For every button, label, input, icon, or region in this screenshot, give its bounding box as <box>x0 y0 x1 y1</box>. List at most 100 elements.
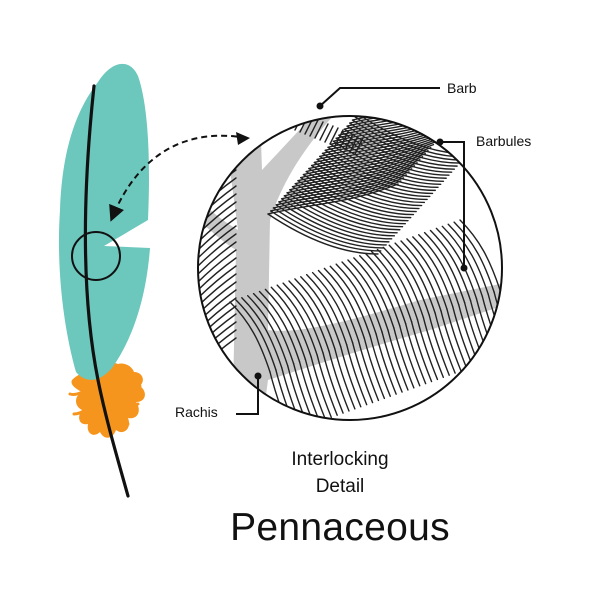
magnifier-circle-icon <box>71 231 121 281</box>
barbule-line <box>275 204 387 246</box>
barbule-line <box>322 352 344 414</box>
barbule-line <box>281 367 303 420</box>
barbule-line <box>280 198 393 240</box>
barbule-line <box>297 149 429 182</box>
barbule-line <box>280 168 413 200</box>
barbule-line <box>278 171 410 203</box>
barbule-line <box>330 143 442 186</box>
barbule-line <box>363 337 386 400</box>
barbule-line <box>286 364 309 420</box>
barbule-line <box>284 116 294 127</box>
barbule-line <box>400 240 442 312</box>
barbule-line <box>335 137 447 179</box>
barbule-line <box>340 346 362 408</box>
barbule-line <box>499 289 502 351</box>
barbule-line <box>258 290 301 363</box>
feather-vane <box>58 63 150 380</box>
barbule-line <box>302 173 415 216</box>
barbule-line <box>329 265 371 337</box>
barbule-line <box>283 165 416 197</box>
barbule-line <box>381 331 403 393</box>
barbule-line <box>347 259 389 331</box>
barbule-line <box>429 229 472 302</box>
barbule-line <box>349 135 359 153</box>
barbules-callout-line <box>440 141 465 268</box>
barbule-line <box>329 127 339 145</box>
barbule-line <box>305 170 417 213</box>
barbule-line <box>447 223 489 295</box>
barbule-line <box>343 116 476 130</box>
barb-callout-dot <box>316 102 324 110</box>
barbule-line <box>300 146 432 179</box>
barbule-line <box>286 192 398 234</box>
barbule-line <box>309 119 319 137</box>
barbule-line <box>283 195 396 237</box>
barbule-line <box>404 322 427 385</box>
barbule-line <box>264 288 307 361</box>
callout-lines <box>236 87 465 415</box>
barbule-line <box>314 121 324 139</box>
barbule-line <box>310 356 332 418</box>
barbule-line <box>387 329 409 391</box>
barbule-line <box>198 241 237 277</box>
barbule-line <box>317 269 360 342</box>
barbule-line <box>412 236 454 308</box>
barbule-line <box>289 159 421 191</box>
barbule-line <box>440 310 462 372</box>
barbule-line <box>300 176 412 219</box>
barbule-line <box>345 343 368 406</box>
barbule-line <box>344 133 354 151</box>
barbule-line <box>286 162 418 194</box>
barbule-line <box>422 316 445 379</box>
barbule-line <box>305 140 437 173</box>
barbule-line <box>270 286 312 358</box>
rachis-label: Rachis <box>175 404 218 420</box>
barbule-line <box>279 116 289 125</box>
feather-icon <box>58 63 150 498</box>
barbule-line <box>278 201 390 243</box>
barbule-line <box>276 284 318 356</box>
barbule-line <box>339 131 349 149</box>
barbule-line <box>324 125 334 143</box>
barbules-callout-dot-end <box>460 264 468 272</box>
barbule-line <box>305 273 348 346</box>
barbule-line <box>416 318 439 381</box>
barbule-line <box>375 333 397 395</box>
barbule-line <box>270 180 402 212</box>
barbule-line <box>324 149 436 192</box>
barbule-line <box>346 125 458 167</box>
barbule-line <box>313 161 426 204</box>
barbule-line <box>235 299 277 371</box>
barbule-line <box>289 189 401 231</box>
barbule-line <box>198 233 237 269</box>
barbule-line <box>294 278 336 350</box>
barbule-line <box>316 158 428 201</box>
feather-afterfeather <box>71 362 145 438</box>
barbule-line <box>304 358 327 420</box>
barb-label: Barb <box>447 80 477 96</box>
rachis-callout-line <box>236 376 259 415</box>
barbule-line <box>294 152 426 185</box>
barbule-line <box>310 134 443 167</box>
barbule-line <box>376 248 419 321</box>
barbule-line <box>272 207 385 249</box>
barbule-line <box>310 164 423 207</box>
barbule-line <box>291 156 424 188</box>
barbule-line <box>267 183 399 215</box>
page-title: Pennaceous <box>230 506 450 549</box>
barbule-line <box>343 128 456 170</box>
barbule-line <box>288 280 330 352</box>
barbule-line <box>334 129 344 147</box>
barbule-line <box>321 152 434 195</box>
barbule-line <box>446 308 468 370</box>
barbule-line <box>354 137 364 155</box>
barbule-line <box>270 210 382 252</box>
barbule-line <box>418 234 460 306</box>
barbule-line <box>334 348 356 410</box>
barbule-line <box>364 252 407 325</box>
caption-line-1: Interlocking <box>291 449 389 470</box>
barbule-line <box>399 325 421 387</box>
barbule-line <box>308 137 440 170</box>
barbule-line <box>319 123 329 141</box>
barbule-line <box>269 116 279 121</box>
